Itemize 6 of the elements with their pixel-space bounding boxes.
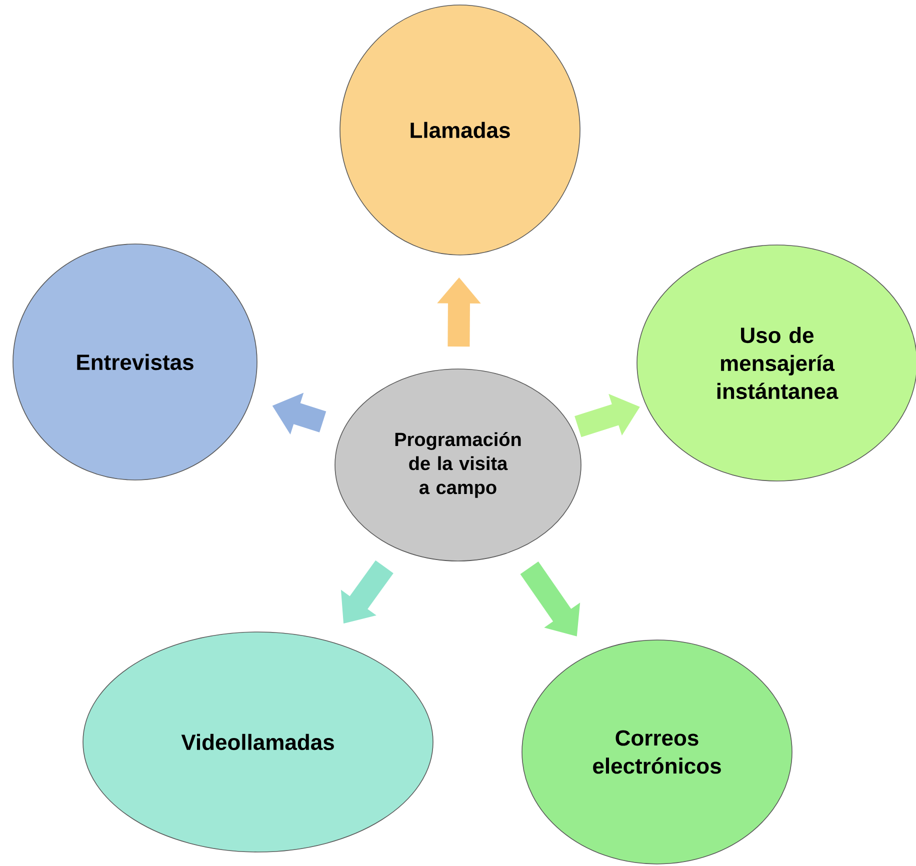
- circle-node: Uso de mensajería instántanea: [636, 244, 916, 482]
- circle-node: Programación de la visita a campo: [334, 368, 582, 562]
- circle-node: Llamadas: [340, 4, 580, 256]
- circle-node: Videollamadas: [82, 632, 434, 852]
- circle-node: Correos electrónicos: [522, 640, 792, 864]
- circle-node: Entrevistas: [12, 244, 258, 480]
